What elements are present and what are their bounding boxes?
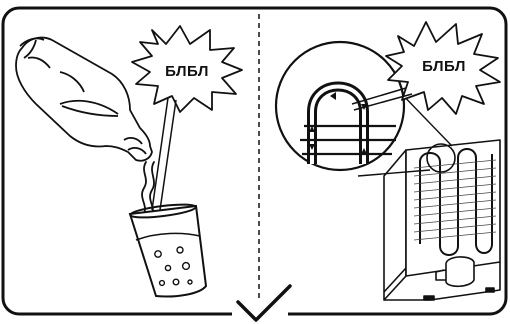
- sound-burst-icon: [385, 21, 501, 115]
- refrigerator-icon: [383, 139, 501, 301]
- right-panel: БЛБЛ: [274, 21, 501, 301]
- glass-icon: [128, 203, 208, 298]
- sound-burst-left: БЛБЛ: [131, 25, 243, 211]
- check-mark-icon: [236, 284, 292, 322]
- sound-burst-right: БЛБЛ: [351, 21, 501, 115]
- left-panel: БЛБЛ: [15, 25, 243, 298]
- sound-burst-icon: [131, 25, 243, 113]
- sound-label-right: БЛБЛ: [422, 58, 466, 75]
- magnifier-circle: [274, 40, 406, 172]
- sound-label-left: БЛБЛ: [165, 63, 209, 80]
- bottle-icon: [15, 36, 153, 162]
